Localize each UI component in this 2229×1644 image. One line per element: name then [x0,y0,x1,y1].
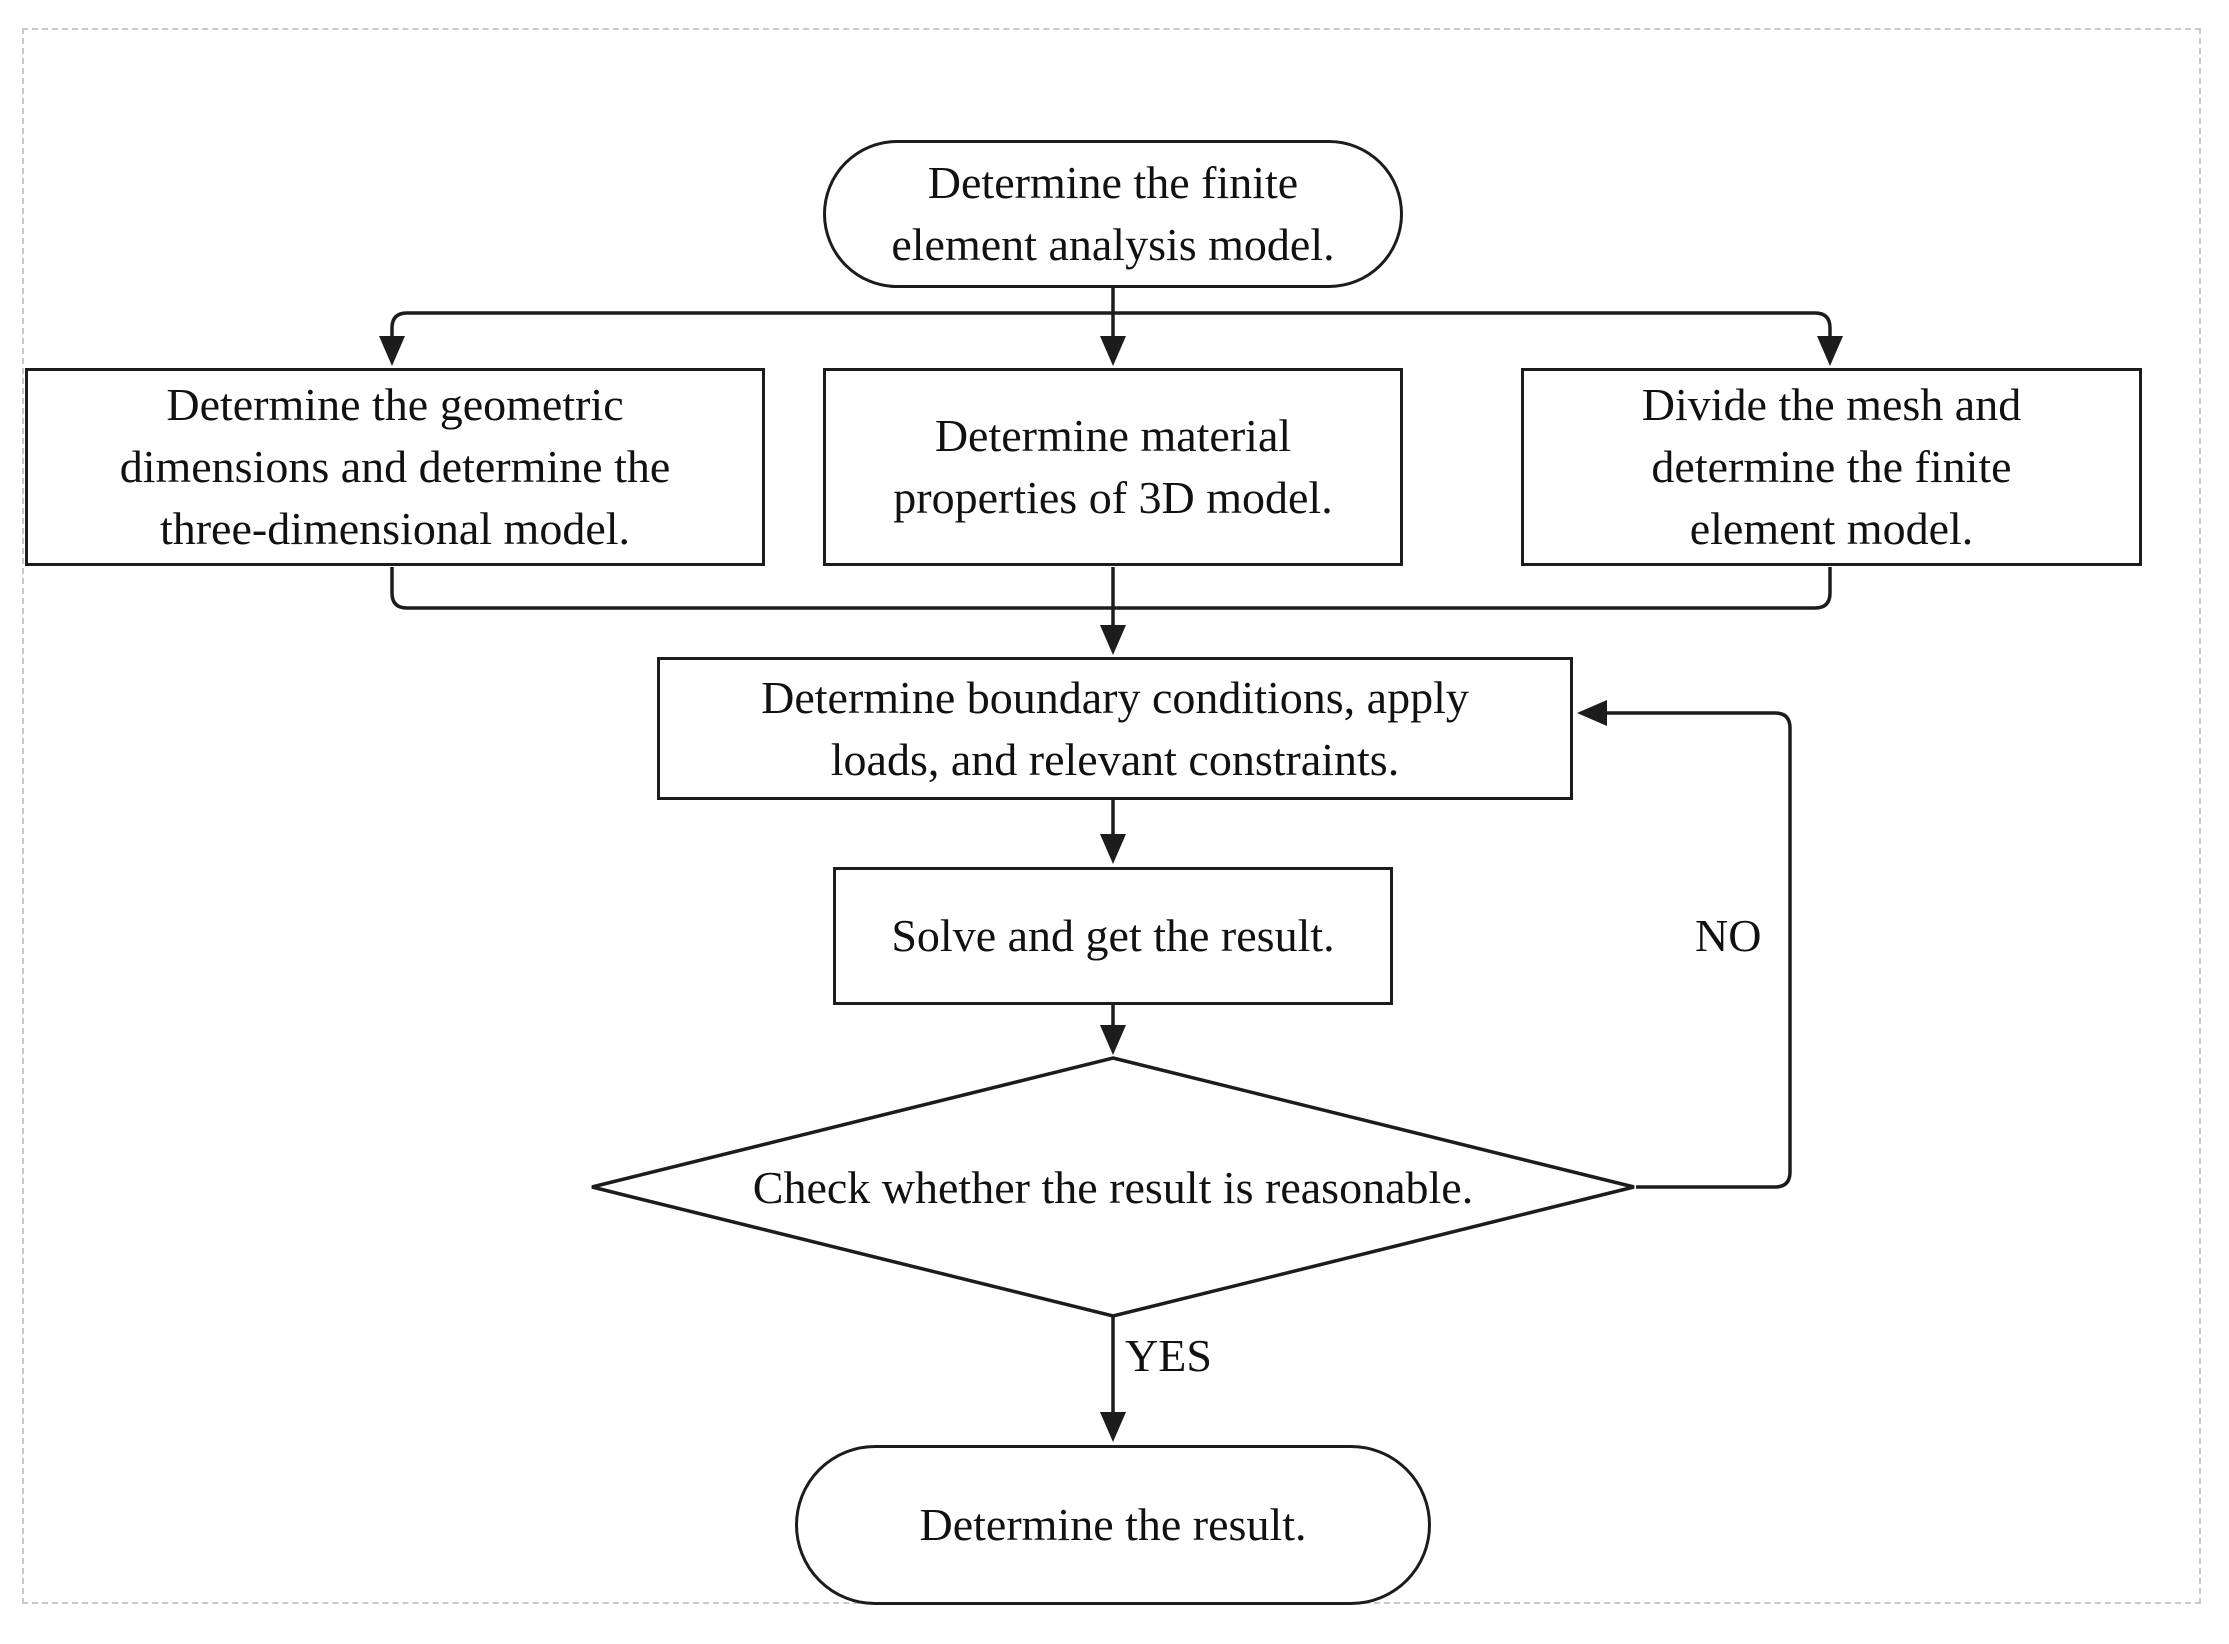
node-geometric-dimensions: Determine the geometric dimensions and d… [25,368,765,566]
edge-merge-left [390,567,1113,610]
edge-label-yes: YES [1125,1330,1212,1381]
arrowhead-into-end [1100,1412,1126,1442]
arrowhead-into-material [1100,336,1126,366]
edge-branch-horizontal [390,311,1832,340]
decision-diamond-shape [591,1056,1635,1318]
edge-no-loop [1605,711,1792,1189]
edge-merge-right [1113,567,1832,610]
node-mesh-line: Divide the mesh and [1641,379,2022,430]
node-geometric-line: three-dimensional model. [159,503,631,554]
node-material-properties: Determine material properties of 3D mode… [823,368,1403,566]
node-boundary-conditions: Determine boundary conditions, apply loa… [657,657,1573,800]
node-geometric-line: Determine the geometric [166,379,624,430]
node-mesh-line: determine the finite [1651,441,2012,492]
node-decision-line: Check whether the result is reasonable. [752,1161,1474,1213]
node-solve: Solve and get the result. [833,867,1393,1005]
node-material-line: properties of 3D model. [893,472,1333,523]
node-divide-mesh: Divide the mesh and determine the finite… [1521,368,2142,566]
node-decision: Check whether the result is reasonable. [650,1130,1576,1245]
node-start-line: Determine the finite [927,157,1299,208]
node-solve-line: Solve and get the result. [891,910,1335,961]
node-start-line: element analysis model. [891,219,1335,270]
node-boundary-line: Determine boundary conditions, apply [761,671,1469,723]
arrowhead-into-boundary [1100,625,1126,655]
edge-label-no: NO [1695,910,1762,961]
arrowhead-into-mesh [1817,336,1843,366]
node-mesh-line: element model. [1689,503,1974,554]
node-end-line: Determine the result. [919,1499,1307,1550]
arrowhead-no-into-boundary [1577,700,1607,726]
arrowhead-into-geometric [379,336,405,366]
node-geometric-line: dimensions and determine the [119,441,671,492]
node-material-line: Determine material [934,410,1292,461]
arrowhead-into-solve [1100,834,1126,864]
node-start: Determine the finite element analysis mo… [823,140,1403,288]
node-end: Determine the result. [795,1445,1431,1605]
node-boundary-line: loads, and relevant constraints. [830,733,1400,785]
arrowhead-into-decision [1100,1025,1126,1055]
